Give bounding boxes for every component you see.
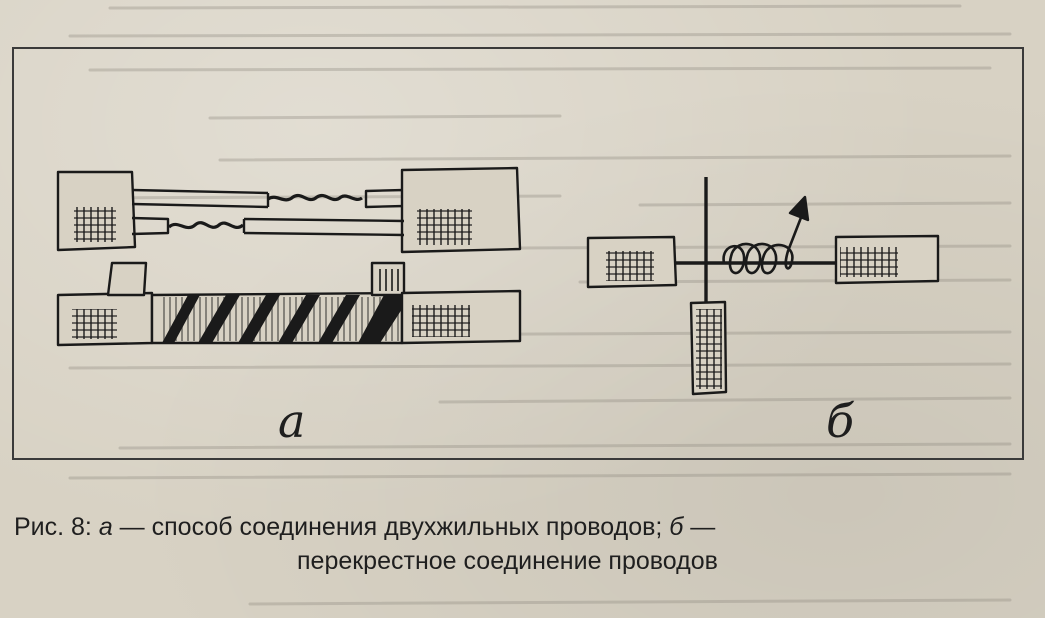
figure-a-bottom (56, 261, 522, 347)
figure-illustration (56, 166, 940, 396)
caption-letter-a: а (98, 513, 113, 541)
figure-frame (12, 47, 1024, 460)
figure-caption: Рис. 8: а — способ соединения двухжильны… (14, 510, 1034, 578)
figure-b (586, 177, 940, 396)
caption-text-a: — способ соединения двухжильных проводов… (112, 513, 670, 541)
caption-dash-b: — (683, 513, 716, 541)
figure-label-b: б (826, 394, 855, 448)
caption-prefix: Рис. 8: (14, 513, 99, 541)
caption-letter-b: б (669, 513, 684, 541)
figure-label-a: а (278, 394, 306, 448)
caption-line-2: перекрестное соединение проводов (297, 547, 718, 575)
figure-a-top (56, 166, 522, 254)
caption-line-1: Рис. 8: а — способ соединения двухжильны… (14, 510, 1034, 544)
